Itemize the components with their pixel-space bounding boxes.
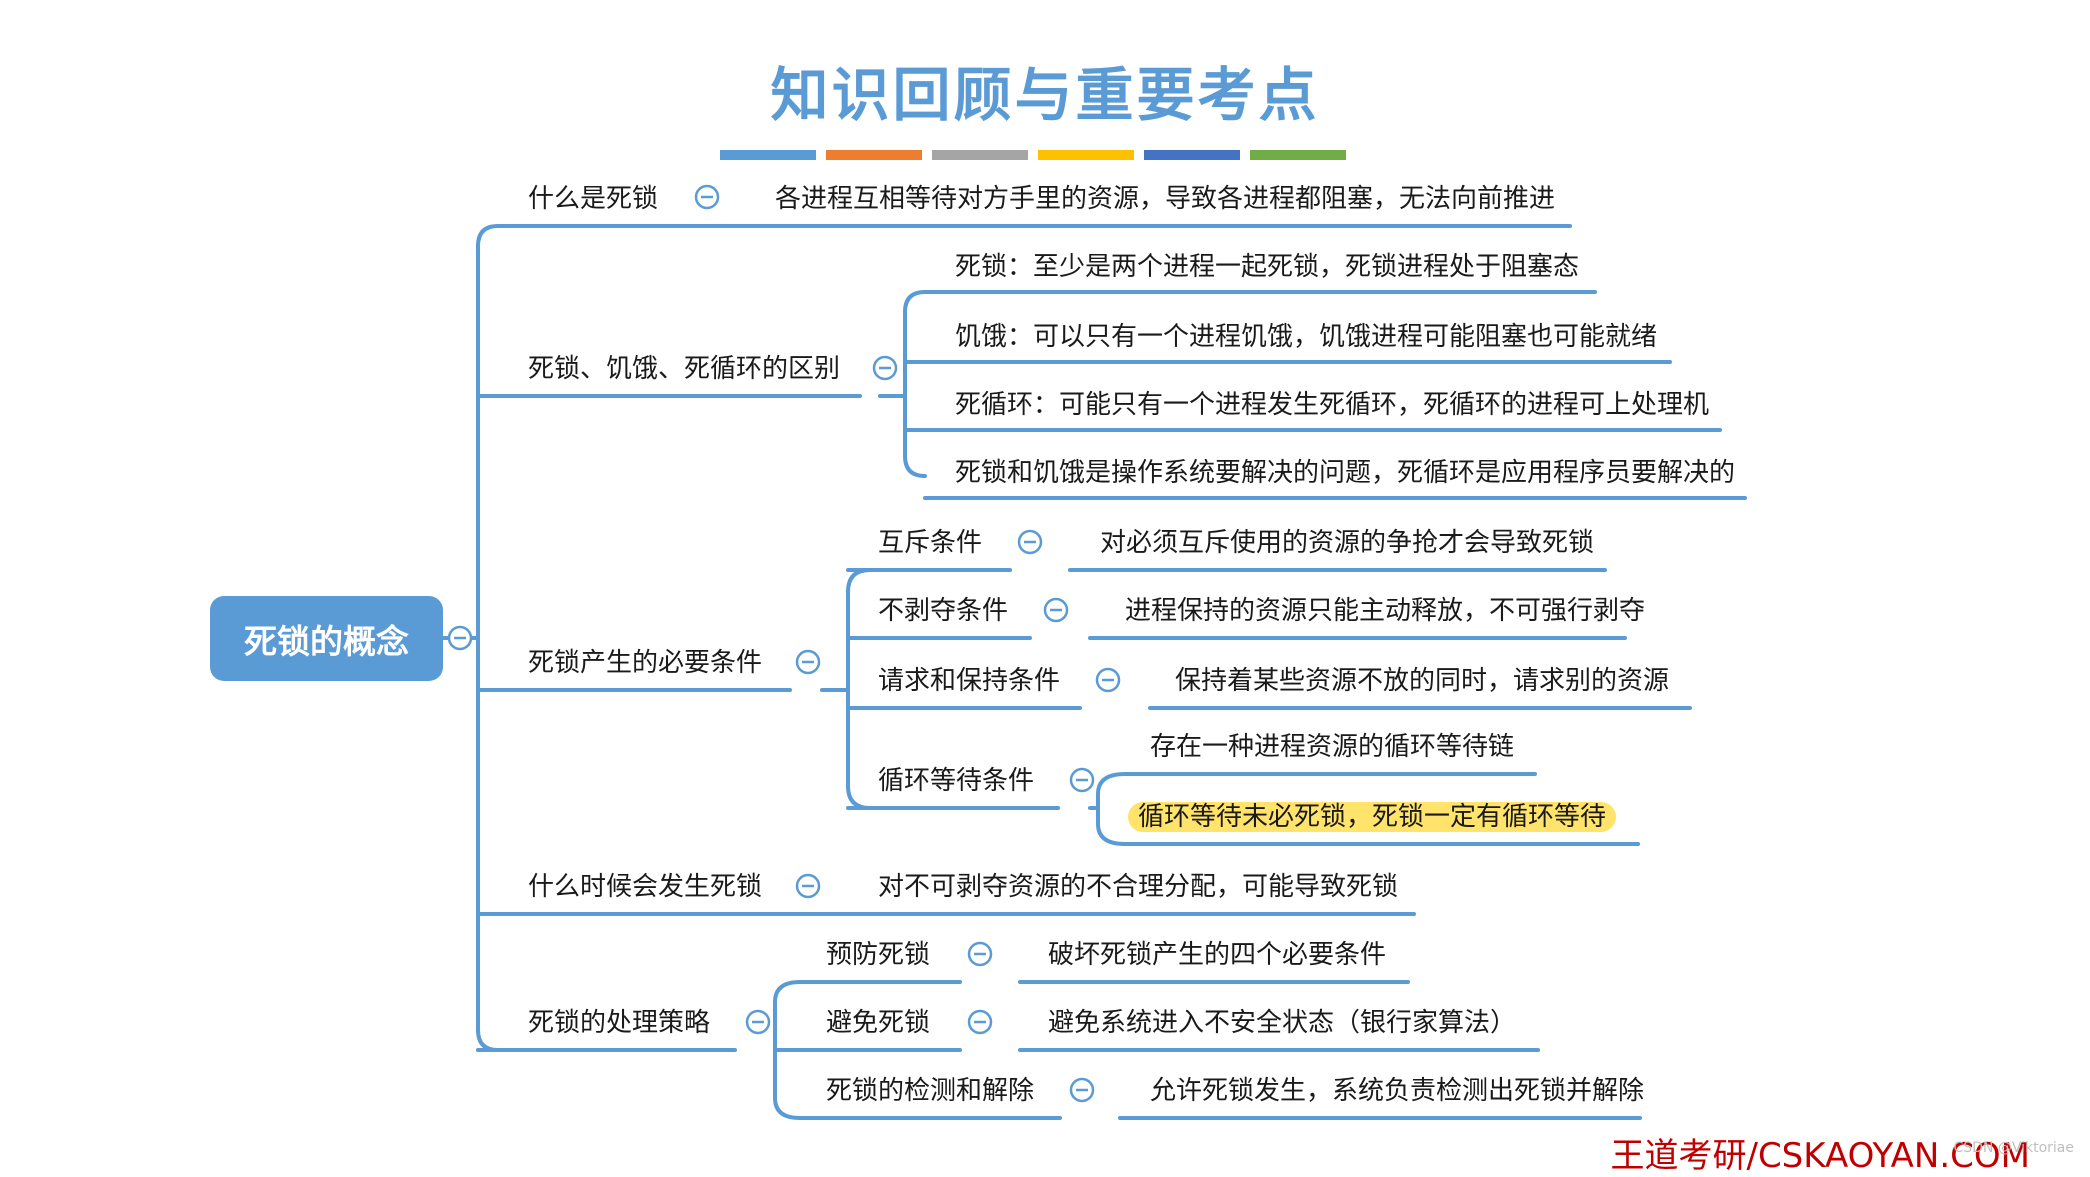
stripe-blue: [720, 150, 816, 160]
b1-definition[interactable]: 各进程互相等待对方手里的资源，导致各进程都阻塞，无法向前推进: [775, 184, 1556, 214]
b5-c1-collapse-button[interactable]: [967, 941, 993, 967]
color-stripe: [720, 150, 1346, 160]
b3-c4-bracket: [1096, 772, 1127, 846]
stripe-darkblue: [1144, 150, 1240, 160]
b5-c2-collapse-button[interactable]: [967, 1009, 993, 1035]
b3-c2-collapse-button[interactable]: [1043, 597, 1069, 623]
b5-collapse-button[interactable]: [745, 1009, 771, 1035]
b5-detection-recovery-detail[interactable]: 允许死锁发生，系统负责检测出死锁并解除: [1150, 1076, 1645, 1106]
b3-no-preemption-condition[interactable]: 不剥夺条件: [878, 596, 1009, 626]
b5-avoidance-detail[interactable]: 避免系统进入不安全状态（银行家算法）: [1048, 1008, 1517, 1038]
page-title: 知识回顾与重要考点: [770, 61, 1320, 129]
b2-starvation-item[interactable]: 饥饿：可以只有一个进程饥饿，饥饿进程可能阻塞也可能就绪: [955, 322, 1658, 352]
stripe-orange: [826, 150, 922, 160]
stripe-gray: [932, 150, 1028, 160]
b2-responsibility-item[interactable]: 死锁和饥饿是操作系统要解决的问题，死循环是应用程序员要解决的: [955, 458, 1736, 488]
b2-bracket: [903, 290, 927, 478]
b3-hold-and-wait-detail[interactable]: 保持着某些资源不放的同时，请求别的资源: [1175, 666, 1670, 696]
b3-collapse-button[interactable]: [795, 649, 821, 675]
root-collapse-button[interactable]: [447, 625, 473, 651]
b3-c4-collapse-button[interactable]: [1069, 767, 1095, 793]
main-trunk: [476, 224, 500, 1052]
b2-deadlock-item[interactable]: 死锁：至少是两个进程一起死锁，死锁进程处于阻塞态: [955, 252, 1580, 282]
b5-detection-recovery[interactable]: 死锁的检测和解除: [826, 1076, 1035, 1106]
b2-collapse-button[interactable]: [872, 355, 898, 381]
stripe-green: [1250, 150, 1346, 160]
b3-mutex-condition[interactable]: 互斥条件: [878, 528, 983, 558]
branch-necessary-conditions[interactable]: 死锁产生的必要条件: [528, 648, 763, 678]
b3-circular-wait-detail-2[interactable]: 循环等待未必死锁，死锁一定有循环等待: [1128, 800, 1617, 834]
b1-collapse-button[interactable]: [694, 184, 720, 210]
b3-c3-collapse-button[interactable]: [1095, 667, 1121, 693]
csdn-watermark: CSDN @Viktoriae: [1953, 1140, 2074, 1156]
b3-circular-wait-detail-1[interactable]: 存在一种进程资源的循环等待链: [1150, 732, 1515, 762]
b3-bracket: [846, 568, 872, 810]
branch-what-is-deadlock[interactable]: 什么是死锁: [528, 184, 659, 214]
stripe-yellow: [1038, 150, 1134, 160]
b3-hold-and-wait-condition[interactable]: 请求和保持条件: [878, 666, 1061, 696]
b2-infinite-loop-item[interactable]: 死循环：可能只有一个进程发生死循环，死循环的进程可上处理机: [955, 390, 1710, 420]
b5-prevention[interactable]: 预防死锁: [826, 940, 931, 970]
b3-circular-wait-condition[interactable]: 循环等待条件: [878, 766, 1035, 796]
b3-c1-collapse-button[interactable]: [1017, 529, 1043, 555]
b3-no-preemption-detail[interactable]: 进程保持的资源只能主动释放，不可强行剥夺: [1125, 596, 1646, 626]
b3-mutex-detail[interactable]: 对必须互斥使用的资源的争抢才会导致死锁: [1100, 528, 1595, 558]
root-node[interactable]: 死锁的概念: [210, 596, 443, 681]
b5-prevention-detail[interactable]: 破坏死锁产生的四个必要条件: [1048, 940, 1387, 970]
branch-deadlock-starvation-loop-difference[interactable]: 死锁、饥饿、死循环的区别: [528, 354, 841, 384]
b5-c3-collapse-button[interactable]: [1069, 1077, 1095, 1103]
branch-handling-strategies[interactable]: 死锁的处理策略: [528, 1008, 711, 1038]
highlighted-key-point: 循环等待未必死锁，死锁一定有循环等待: [1128, 802, 1617, 832]
branch-when-deadlock-occurs[interactable]: 什么时候会发生死锁: [528, 872, 763, 902]
b5-avoidance[interactable]: 避免死锁: [826, 1008, 931, 1038]
b4-collapse-button[interactable]: [795, 873, 821, 899]
b4-detail[interactable]: 对不可剥夺资源的不合理分配，可能导致死锁: [878, 872, 1399, 902]
